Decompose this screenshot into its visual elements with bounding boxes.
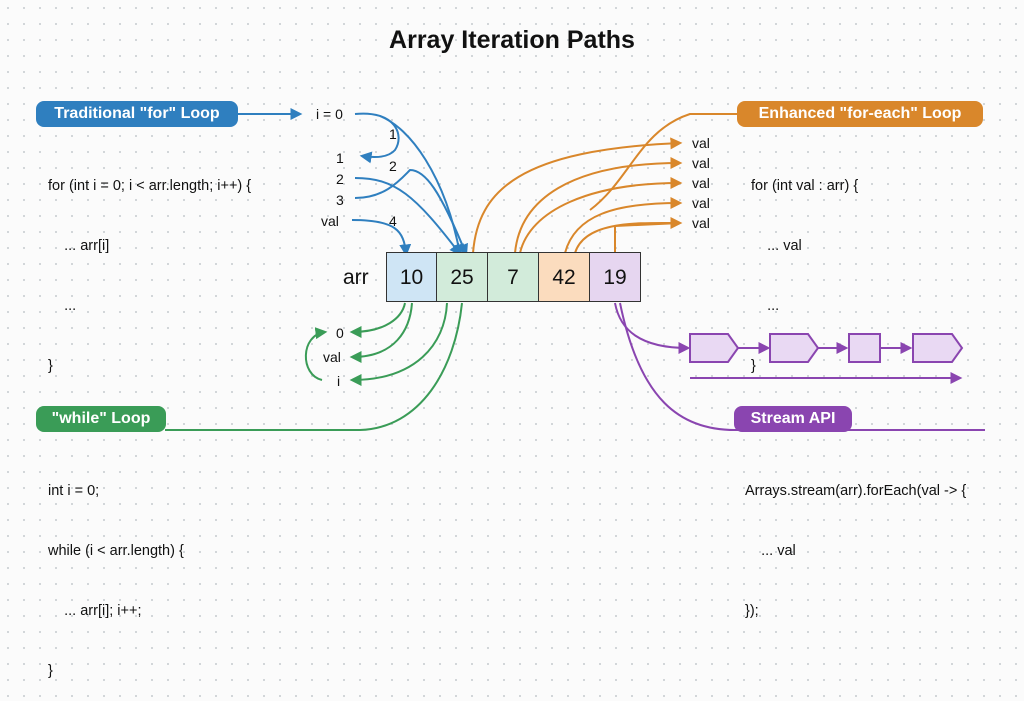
code-line: for (int val : arr) {	[751, 178, 859, 194]
foreach-label-val-5: val	[692, 215, 710, 231]
for-label-3: 3	[336, 192, 344, 208]
while-label-val: val	[323, 349, 341, 365]
code-line: Arrays.stream(arr).forEach(val -> {	[745, 483, 967, 499]
stream-element-1	[689, 333, 740, 363]
foreach-loop-arrows	[472, 113, 738, 254]
stream-element-4	[912, 333, 964, 363]
stream-api-code: Arrays.stream(arr).forEach(val -> { ... …	[745, 441, 966, 641]
array-cell: 42	[538, 252, 590, 302]
code-line: for (int i = 0; i < arr.length; i++) {	[48, 178, 252, 194]
code-line: ...	[751, 298, 780, 314]
diagram-title: Array Iteration Paths	[389, 26, 635, 54]
code-line: ... val	[751, 238, 802, 254]
foreach-label-val-3: val	[692, 175, 710, 191]
for-step-1: 1	[389, 126, 397, 142]
code-line: }	[48, 358, 53, 374]
code-line: }	[48, 663, 53, 679]
code-line: });	[745, 603, 759, 619]
while-label-i: i	[337, 373, 341, 389]
foreach-label-val-4: val	[692, 195, 710, 211]
for-loop-arrows	[235, 108, 468, 257]
code-line: }	[751, 358, 756, 374]
stream-element-3	[848, 333, 881, 363]
while-loop-badge: "while" Loop	[36, 406, 166, 432]
code-line: while (i < arr.length) {	[48, 543, 184, 559]
for-label-init: i = 0	[316, 106, 343, 122]
array-cell: 25	[436, 252, 488, 302]
for-loop-code: for (int i = 0; i < arr.length; i++) { .…	[48, 136, 251, 396]
array-cell: 7	[487, 252, 539, 302]
while-loop-arrows	[165, 302, 463, 431]
for-label-val: val	[321, 213, 339, 229]
code-line: int i = 0;	[48, 483, 100, 499]
code-line: ... val	[745, 543, 796, 559]
for-step-4: 4	[389, 213, 397, 229]
for-label-1: 1	[336, 150, 344, 166]
array-cell: 10	[386, 252, 437, 302]
code-line: ... arr[i]	[48, 238, 110, 254]
foreach-loop-badge: Enhanced "for-each" Loop	[737, 101, 983, 127]
foreach-label-val-1: val	[692, 135, 710, 151]
stream-arrows	[614, 302, 985, 431]
foreach-label-val-2: val	[692, 155, 710, 171]
for-loop-badge: Traditional "for" Loop	[36, 101, 238, 127]
code-line: ... arr[i]; i++;	[48, 603, 142, 619]
diagram-canvas	[165, 108, 985, 431]
while-label-0: 0	[336, 325, 344, 341]
foreach-loop-code: for (int val : arr) { ... val ... }	[751, 136, 858, 396]
stream-api-badge: Stream API	[734, 406, 852, 432]
while-loop-code: int i = 0; while (i < arr.length) { ... …	[48, 441, 184, 701]
stream-element-2	[769, 333, 820, 363]
array-cell: 19	[589, 252, 641, 302]
for-step-2: 2	[389, 158, 397, 174]
array-label: arr	[343, 266, 369, 289]
for-label-2: 2	[336, 171, 344, 187]
code-line: ...	[48, 298, 77, 314]
